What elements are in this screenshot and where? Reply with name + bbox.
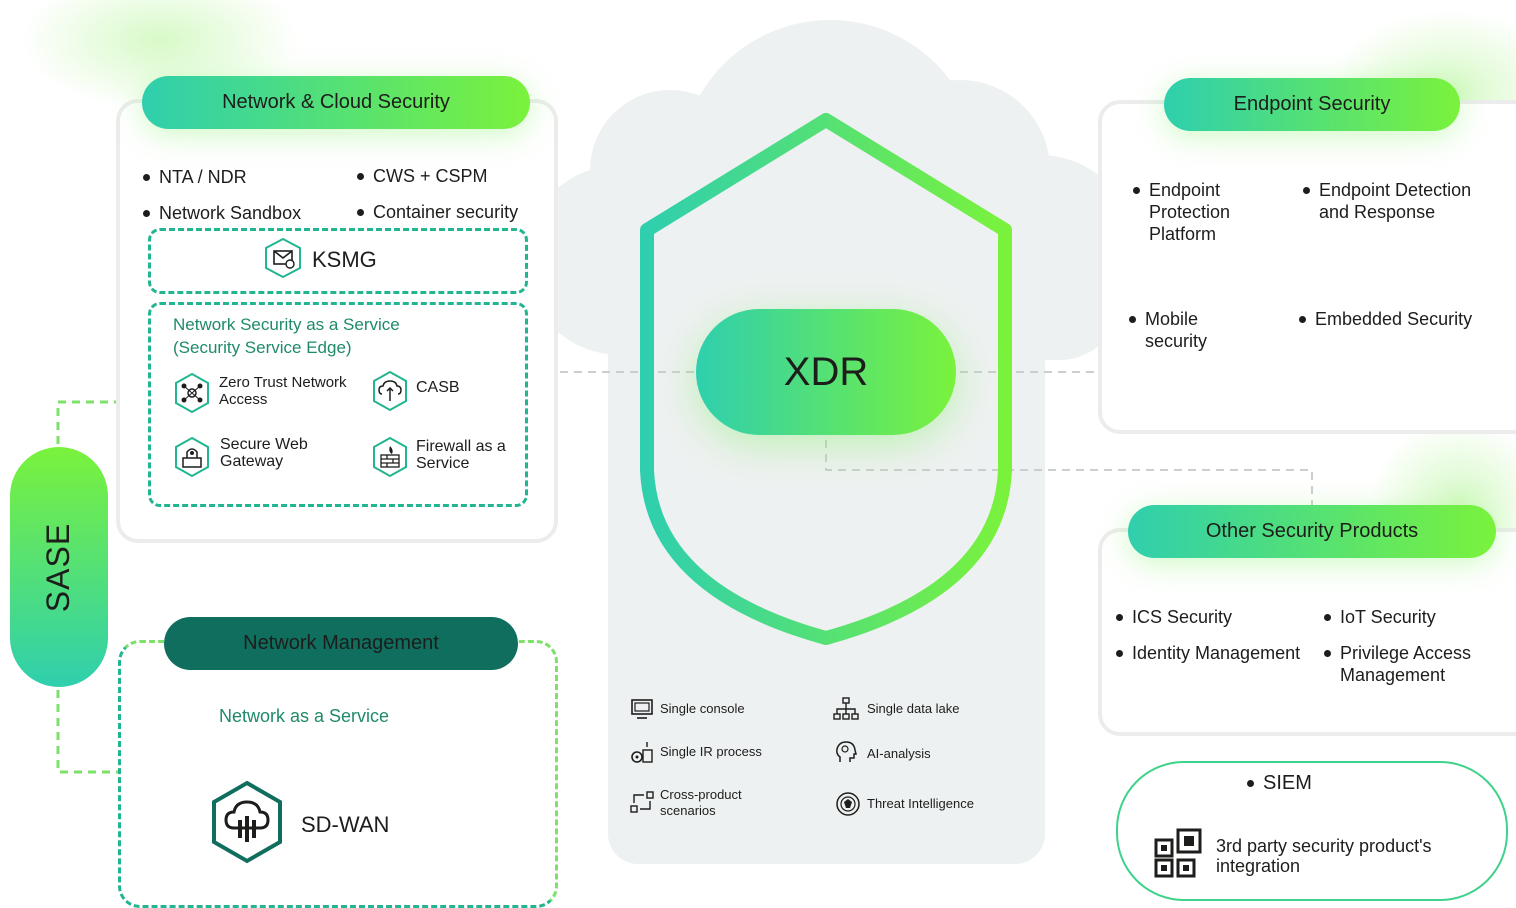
feature-ai-analysis: AI-analysis — [867, 746, 931, 761]
bullet-network-sandbox: Network Sandbox — [143, 202, 301, 224]
process-icon — [631, 742, 653, 763]
endpoint-title-text: Endpoint Security — [1233, 93, 1391, 115]
web-gateway-icon — [175, 436, 209, 478]
other-products-title-text: Other Security Products — [1205, 520, 1419, 542]
bullet-embedded: Embedded Security — [1299, 308, 1472, 330]
mail-shield-icon — [265, 237, 301, 279]
service-casb: CASB — [416, 379, 460, 396]
sdwan-icon — [212, 780, 282, 864]
globe-icon — [836, 792, 860, 816]
other-products-panel — [1098, 528, 1516, 736]
bullet-ics: ICS Security — [1116, 606, 1232, 628]
feature-single-ir-process: Single IR process — [660, 744, 762, 759]
feature-single-data-lake: Single data lake — [867, 701, 960, 716]
cloud-upload-icon — [373, 370, 407, 412]
bullet-mobile: Mobile security — [1129, 308, 1207, 352]
bullet-container-security: Container security — [357, 201, 518, 223]
hierarchy-icon — [833, 697, 859, 720]
bullet-nta-ndr: NTA / NDR — [143, 166, 247, 188]
network-management-title[interactable]: Network Management — [164, 617, 518, 670]
cross-arrows-icon — [630, 791, 654, 813]
network-management-title-text: Network Management — [243, 632, 439, 654]
service-fwaas: Firewall as a Service — [416, 438, 506, 472]
service-swg: Secure Web Gateway — [220, 436, 308, 470]
nsaas-title: Network Security as a Service — [173, 315, 400, 334]
sdwan-label: SD-WAN — [301, 812, 390, 837]
network-as-a-service: Network as a Service — [219, 706, 390, 726]
endpoint-panel — [1098, 100, 1516, 434]
network-cloud-title[interactable]: Network & Cloud Security — [142, 76, 530, 129]
ksmg-label: KSMG — [312, 247, 377, 272]
bullet-epp: Endpoint Protection Platform — [1133, 179, 1230, 245]
feature-threat-intelligence: Threat Intelligence — [867, 796, 974, 811]
xdr-pill[interactable]: XDR — [696, 309, 956, 435]
feature-single-console: Single console — [660, 701, 745, 716]
brain-icon — [836, 741, 857, 762]
sase-pill[interactable]: SASE — [10, 447, 108, 687]
xdr-label: XDR — [783, 349, 869, 394]
bullet-edr: Endpoint Detection and Response — [1303, 179, 1471, 223]
service-ztna: Zero Trust Network Access — [219, 374, 347, 408]
bullet-identity: Identity Management — [1116, 642, 1300, 664]
bullet-cws-cspm: CWS + CSPM — [357, 165, 488, 187]
siem-integration-text: 3rd party security product's integration — [1216, 836, 1432, 876]
monitor-icon — [631, 699, 653, 719]
network-cloud-title-text: Network & Cloud Security — [222, 91, 450, 113]
bullet-iot: IoT Security — [1324, 606, 1436, 628]
nsaas-box — [148, 302, 528, 507]
nsaas-subtitle: (Security Service Edge) — [173, 338, 352, 357]
feature-cross-product: Cross-product scenarios — [660, 787, 742, 818]
network-nodes-icon — [175, 372, 209, 414]
sase-label: SASE — [40, 522, 77, 612]
siem-label: SIEM — [1247, 772, 1312, 794]
bullet-pam: Privilege Access Management — [1324, 642, 1471, 686]
endpoint-title[interactable]: Endpoint Security — [1164, 78, 1460, 131]
other-products-title[interactable]: Other Security Products — [1128, 505, 1496, 558]
qr-integration-icon — [1154, 828, 1202, 878]
firewall-icon — [373, 436, 407, 478]
ksmg-box[interactable] — [148, 228, 528, 294]
network-management-panel — [118, 640, 558, 908]
